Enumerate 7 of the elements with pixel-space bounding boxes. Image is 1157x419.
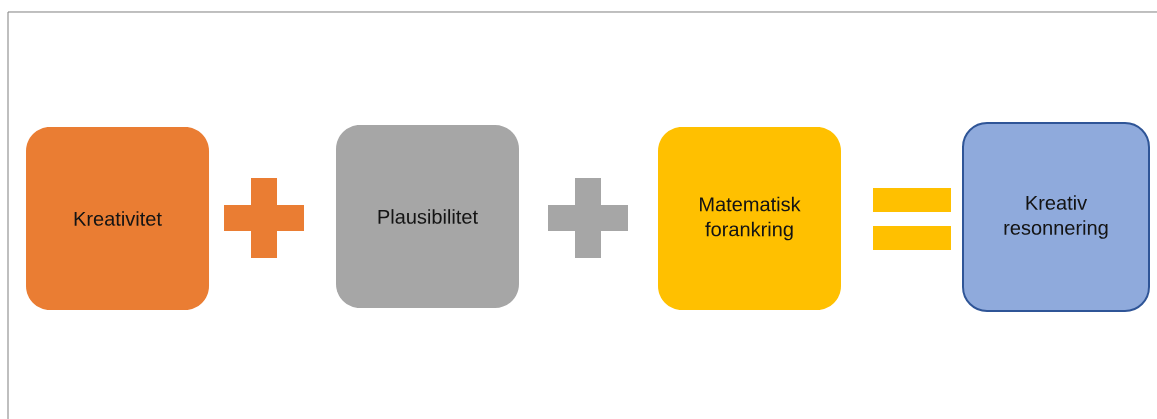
process-box: Kreativitet [26, 127, 209, 310]
process-box: Matematisk forankring [658, 127, 841, 310]
plus-sign [548, 178, 628, 258]
plus-sign [224, 178, 304, 258]
process-box: Plausibilitet [336, 125, 519, 308]
equals-sign [873, 188, 951, 250]
process-box: Kreativ resonnering [962, 122, 1150, 312]
